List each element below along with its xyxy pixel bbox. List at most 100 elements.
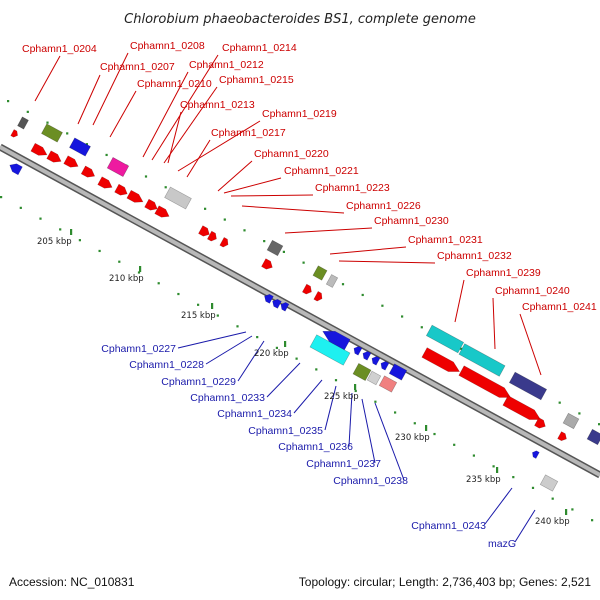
forward-gene-arrow (154, 205, 170, 218)
kbp-label: 210 kbp (109, 274, 144, 284)
forward-gene-arrow (63, 155, 79, 168)
lower-tick (177, 292, 180, 296)
gene-box-gray (539, 474, 559, 492)
lower-tick (19, 206, 22, 209)
forward-gene-arrow (301, 283, 312, 295)
genome-summary-text: Topology: circular; Length: 2,736,403 bp… (299, 575, 592, 589)
forward-callout-line (519, 313, 542, 376)
reverse-gene-arrow (272, 299, 282, 309)
reverse-gene-label[interactable]: mazG (488, 538, 516, 550)
reverse-gene-arrow (280, 302, 290, 312)
lower-tick (394, 411, 397, 414)
upper-tick (578, 412, 581, 415)
forward-gene-label[interactable]: Cphamn1_0212 (189, 59, 264, 71)
reverse-callout-line (361, 398, 376, 464)
forward-gene-label[interactable]: Cphamn1_0232 (437, 250, 512, 262)
forward-gene-arrow (458, 365, 512, 398)
forward-gene-label[interactable]: Cphamn1_0223 (315, 182, 390, 194)
forward-callout-line (492, 297, 496, 350)
forward-callout-line (329, 246, 407, 255)
forward-gene-label[interactable]: Cphamn1_0220 (254, 148, 329, 160)
forward-gene-label[interactable]: Cphamn1_0214 (222, 42, 297, 54)
gene-box-olive (352, 362, 372, 382)
major-tick (139, 266, 142, 272)
reverse-gene-label[interactable]: Cphamn1_0236 (278, 441, 353, 453)
upper-tick (263, 240, 266, 243)
reverse-gene-label[interactable]: Cphamn1_0228 (129, 359, 204, 371)
upper-tick (26, 110, 29, 113)
lower-tick (413, 422, 416, 425)
forward-callout-line (230, 194, 314, 197)
reverse-gene-arrow (322, 330, 351, 351)
lower-tick (118, 260, 121, 263)
forward-gene-label[interactable]: Cphamn1_0217 (211, 127, 286, 139)
forward-gene-label[interactable]: Cphamn1_0221 (284, 165, 359, 177)
reverse-callout-line (348, 392, 353, 447)
gene-features (9, 116, 600, 492)
lower-tick (551, 497, 554, 500)
upper-tick (381, 304, 384, 307)
lower-tick (354, 389, 357, 393)
lower-tick (492, 465, 495, 468)
reverse-gene-label[interactable]: Cphamn1_0243 (411, 520, 486, 532)
forward-callout-line (151, 54, 219, 161)
upper-tick (46, 121, 49, 124)
reverse-gene-label[interactable]: Cphamn1_0229 (161, 376, 236, 388)
upper-tick (223, 218, 226, 221)
forward-gene-label[interactable]: Cphamn1_0226 (346, 200, 421, 212)
kbp-label: 225 kbp (324, 392, 359, 402)
lower-tick (315, 368, 318, 371)
forward-gene-label[interactable]: Cphamn1_0207 (100, 61, 175, 73)
forward-callout-line (284, 227, 373, 234)
reverse-gene-label[interactable]: Cphamn1_0237 (306, 458, 381, 470)
upper-tick (598, 423, 600, 426)
reverse-gene-label[interactable]: Cphamn1_0233 (190, 392, 265, 404)
forward-gene-label[interactable]: Cphamn1_0215 (219, 74, 294, 86)
forward-gene-arrow (534, 417, 546, 429)
major-tick (565, 509, 568, 515)
forward-gene-arrow (144, 198, 158, 211)
major-tick (425, 425, 428, 431)
reverse-gene-label[interactable]: Cphamn1_0227 (101, 343, 176, 355)
reverse-gene-label[interactable]: Cphamn1_0235 (248, 425, 323, 437)
forward-gene-label[interactable]: Cphamn1_0239 (466, 267, 541, 279)
reverse-callout-line (205, 335, 253, 365)
forward-gene-arrow (97, 176, 113, 189)
forward-gene-label[interactable]: Cphamn1_0210 (137, 78, 212, 90)
forward-callout-line (142, 71, 189, 158)
major-tick (211, 303, 214, 309)
forward-gene-arrow (557, 431, 567, 441)
forward-gene-label[interactable]: Cphamn1_0230 (374, 215, 449, 227)
gene-box-cyan (458, 343, 506, 377)
forward-gene-arrow (206, 230, 217, 242)
forward-gene-label[interactable]: Cphamn1_0240 (495, 285, 570, 297)
forward-gene-label[interactable]: Cphamn1_0219 (262, 108, 337, 120)
forward-gene-label[interactable]: Cphamn1_0213 (180, 99, 255, 111)
gene-box-olive (312, 265, 328, 281)
forward-gene-label[interactable]: Cphamn1_0204 (22, 43, 97, 55)
forward-gene-arrow (421, 347, 461, 372)
forward-gene-arrow (10, 129, 18, 138)
upper-tick (66, 132, 69, 135)
forward-gene-arrow (219, 237, 229, 248)
forward-gene-label[interactable]: Cphamn1_0208 (130, 40, 205, 52)
forward-gene-label[interactable]: Cphamn1_0241 (522, 301, 597, 313)
gene-callouts: Cphamn1_0204Cphamn1_0207Cphamn1_0208Cpha… (22, 40, 597, 550)
lower-tick (157, 282, 160, 285)
reverse-gene-arrow (362, 351, 372, 361)
gene-box-gray (562, 412, 580, 430)
gene-box-salmon (378, 375, 398, 393)
forward-callout-line (92, 52, 129, 126)
gene-box-magenta (106, 157, 130, 177)
upper-tick (85, 143, 88, 146)
gene-box-blue (388, 363, 408, 381)
forward-gene-label[interactable]: Cphamn1_0231 (408, 234, 483, 246)
reverse-gene-label[interactable]: Cphamn1_0238 (333, 475, 408, 487)
reverse-gene-label[interactable]: Cphamn1_0234 (217, 408, 292, 420)
kbp-label: 220 kbp (254, 349, 289, 359)
reverse-gene-arrow (264, 294, 274, 304)
forward-gene-arrow (313, 291, 323, 302)
forward-callout-line (109, 90, 137, 138)
major-tick (354, 384, 357, 390)
